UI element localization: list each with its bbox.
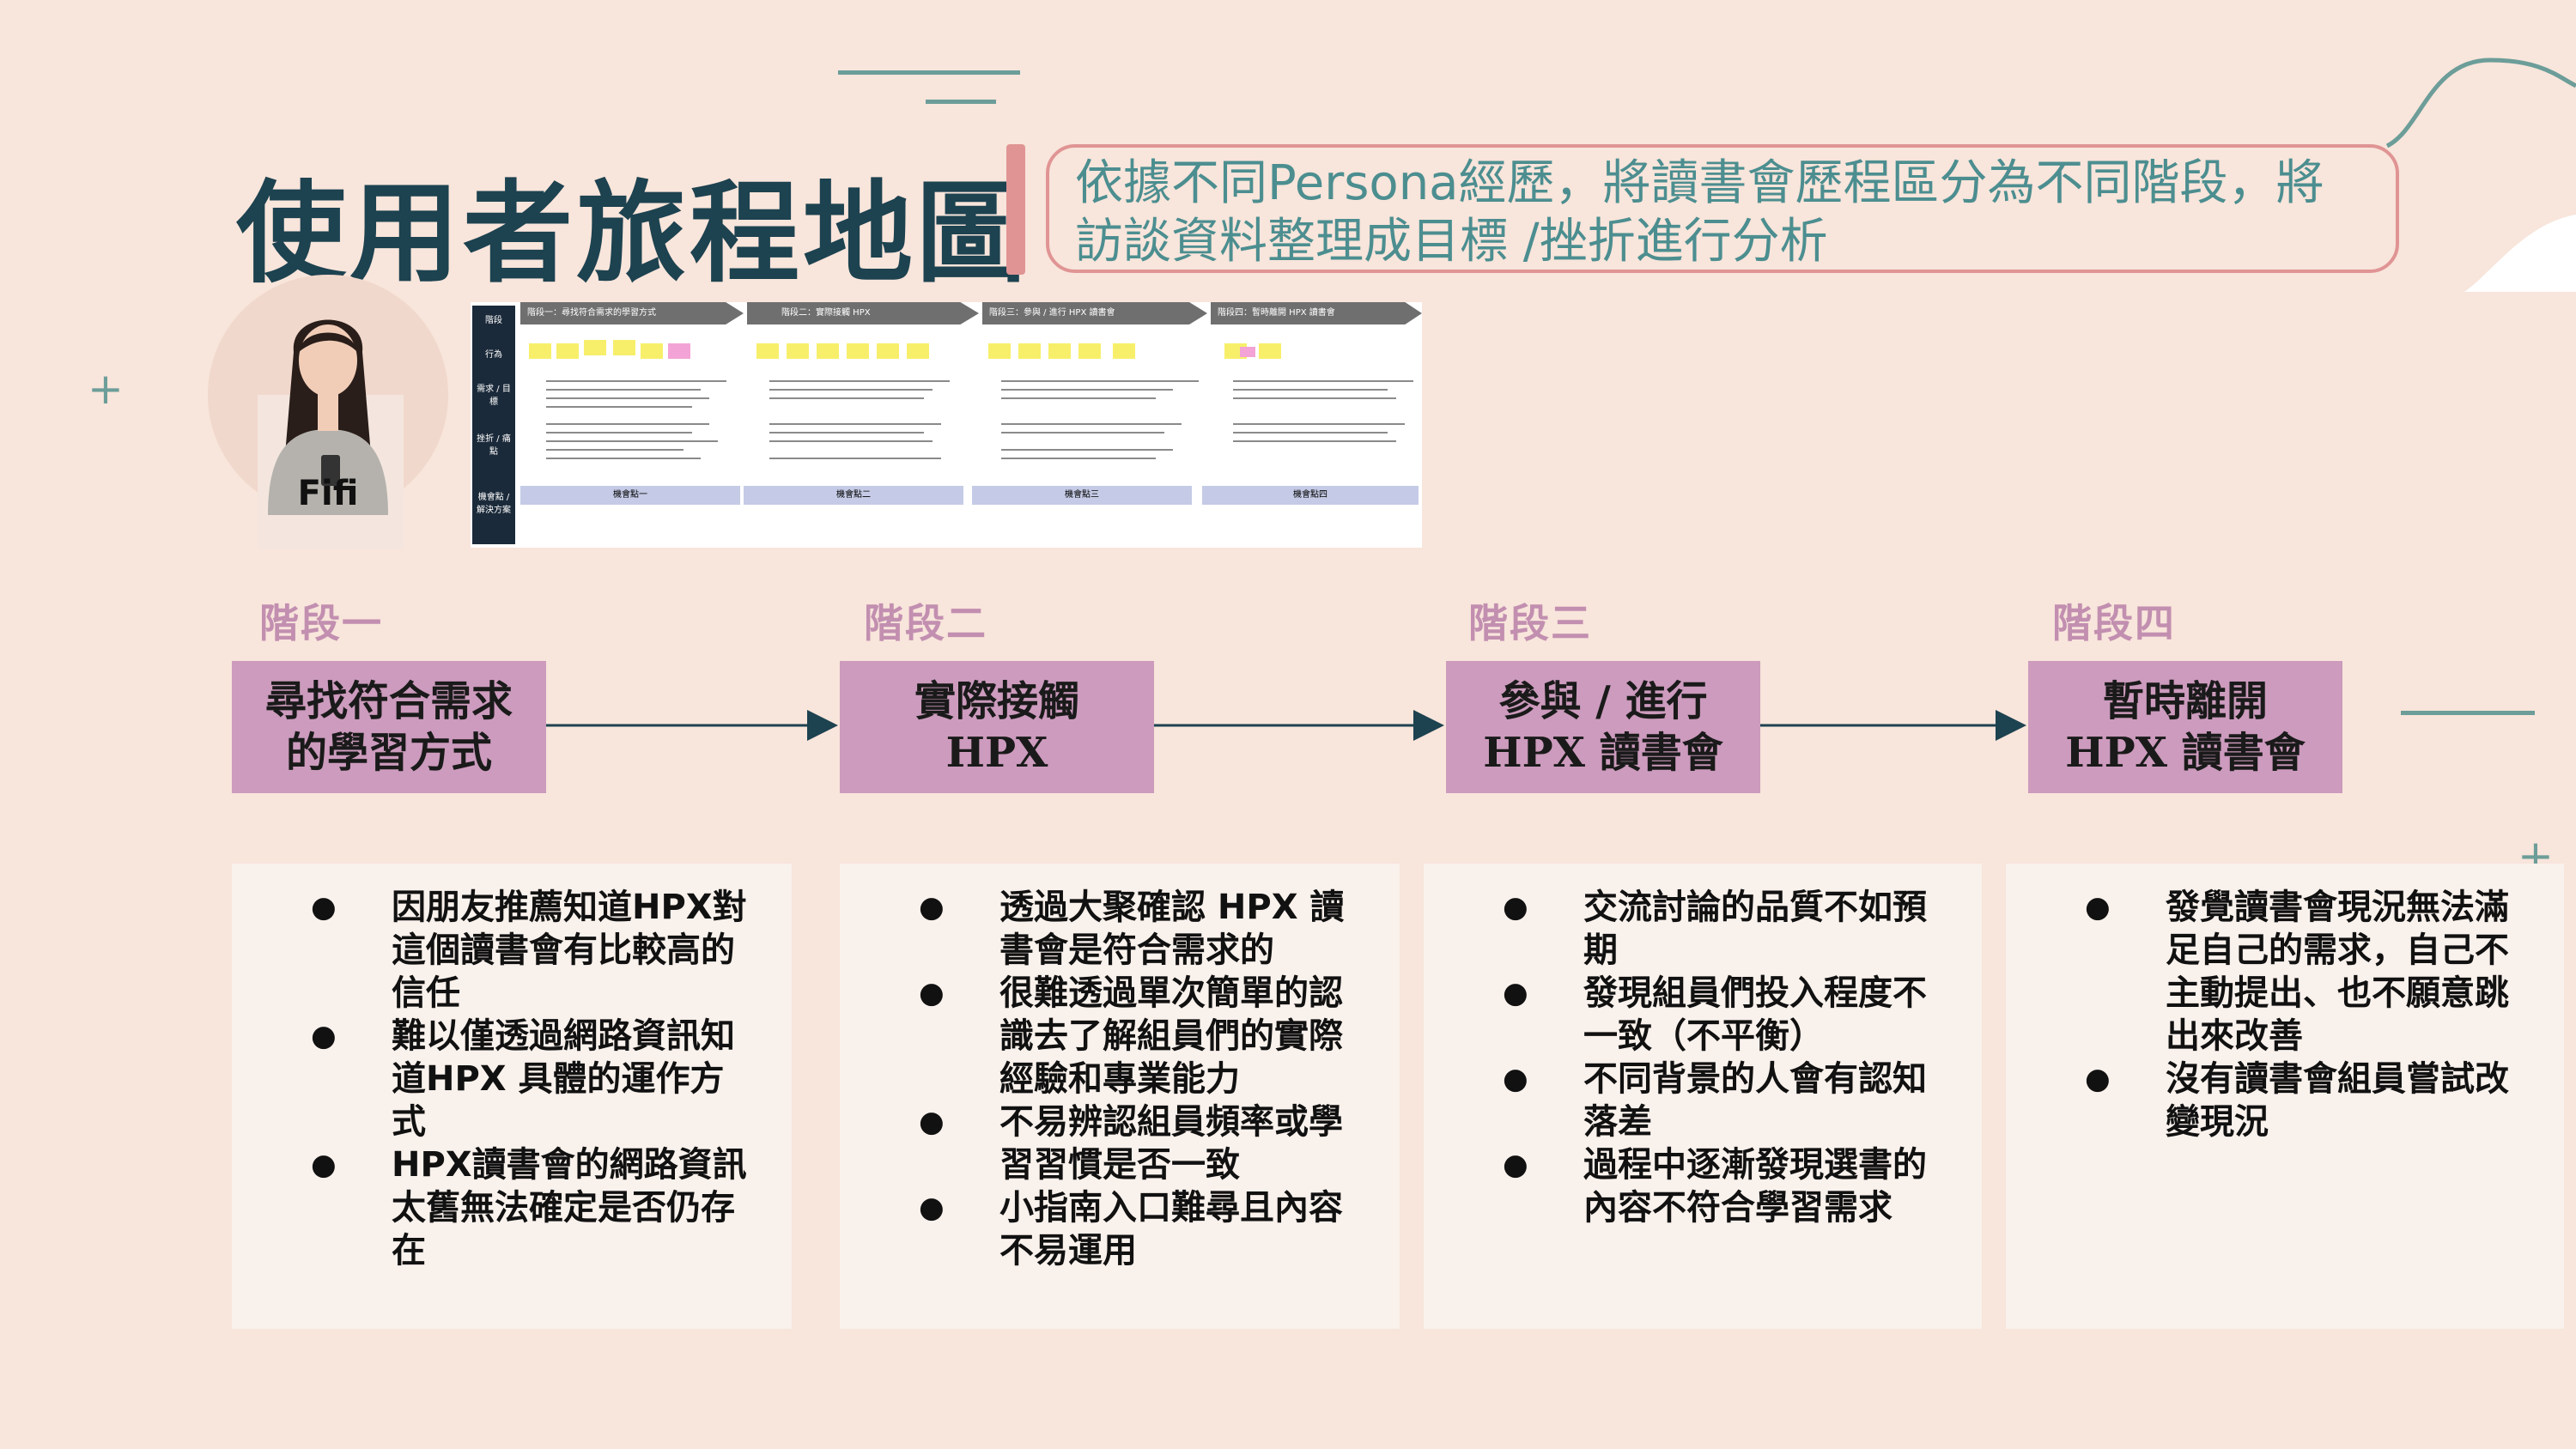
bullet-icon: ●	[1503, 890, 1528, 925]
stage-title: 暫時離開HPX 讀書會	[2065, 677, 2306, 777]
bullet-icon: ●	[1503, 976, 1528, 1010]
stage-label: 階段二	[864, 600, 987, 646]
bullet-icon: ●	[311, 1148, 337, 1182]
decorative-line	[838, 70, 1020, 75]
row-label-column	[472, 306, 515, 544]
bullet-icon: ●	[1503, 1148, 1528, 1182]
journey-map-thumbnail: 階段 行為 需求 / 目標 挫折 / 痛點 機會點 / 解決方案 階段一：尋找符…	[471, 302, 1422, 548]
stage-title: 參與 / 進行HPX 讀書會	[1483, 677, 1723, 777]
opportunity-bar: 機會點三	[972, 486, 1192, 505]
phase-header: 階段二：實際接觸 HPX	[747, 302, 979, 324]
phase-header: 階段三：參與 / 進行 HPX 讀書會	[982, 302, 1207, 324]
page-title: 使用者旅程地圖	[236, 170, 1030, 298]
stage-box: 實際接觸HPX	[840, 661, 1154, 793]
stage-card: ●交流討論的品質不如預期 ●發現組員們投入程度不一致（不平衡） ●不同背景的人會…	[1424, 864, 1982, 1329]
phase-header: 階段一：尋找符合需求的學習方式	[520, 302, 744, 324]
stage-card: ●因朋友推薦知道HPX對這個讀書會有比較高的信任 ●難以僅透過網路資訊知道HPX…	[232, 864, 792, 1329]
mountain-decoration	[2385, 58, 2576, 292]
persona-avatar: Fifi	[208, 275, 448, 549]
persona-name: Fifi	[297, 474, 359, 513]
list-item: ●發覺讀書會現況無法滿足自己的需求，自己不主動提出、也不願意跳出來改善	[2085, 888, 2509, 1056]
list-item: ●小指南入口難尋且內容不易運用	[919, 1188, 1343, 1270]
decorative-line	[926, 100, 996, 104]
list-item: ●不易辨認組員頻率或學習習慣是否一致	[919, 1102, 1343, 1185]
stage-box: 暫時離開HPX 讀書會	[2028, 661, 2342, 793]
row-label: 需求 / 目標	[477, 385, 511, 407]
list-item: ●交流討論的品質不如預期	[1503, 888, 1927, 970]
stage-arrows	[546, 710, 2026, 741]
stage-box: 尋找符合需求的學習方式	[232, 661, 546, 793]
list-item: ●透過大聚確認 HPX 讀書會是符合需求的	[919, 888, 1345, 970]
person-illustration	[268, 319, 388, 515]
bullet-icon: ●	[919, 976, 945, 1010]
stage-label: 階段三	[1468, 600, 1592, 646]
list-item: ●HPX讀書會的網路資訊太舊無法確定是否仍存在	[311, 1145, 747, 1270]
bullet-icon: ●	[919, 890, 945, 925]
subtitle-box: 依據不同Persona經歷，將讀書會歷程區分為不同階段，將訪談資料整理成目標 /…	[1046, 144, 2399, 273]
accent-bar	[1006, 144, 1025, 275]
decorative-line	[2401, 711, 2535, 715]
opportunity-bar: 機會點二	[744, 486, 963, 505]
bullet-icon: ●	[311, 1019, 337, 1053]
bullet-icon: ●	[1503, 1062, 1528, 1096]
row-label: 挫折 / 痛點	[477, 434, 511, 457]
list-item: ●因朋友推薦知道HPX對這個讀書會有比較高的信任	[311, 888, 747, 1013]
opportunity-bar: 機會點四	[1202, 486, 1419, 505]
bullet-icon: ●	[311, 890, 337, 925]
phase-header: 階段四：暫時離開 HPX 讀書會	[1211, 302, 1422, 324]
bullet-icon: ●	[919, 1191, 945, 1225]
row-label: 行為	[485, 350, 502, 360]
stage-label: 階段四	[2052, 600, 2176, 646]
plus-icon: +	[88, 364, 124, 414]
stage-card: ●發覺讀書會現況無法滿足自己的需求，自己不主動提出、也不願意跳出來改善 ●沒有讀…	[2006, 864, 2564, 1329]
list-item: ●難以僅透過網路資訊知道HPX 具體的運作方式	[311, 1016, 735, 1142]
row-label: 機會點 / 解決方案	[477, 493, 511, 515]
list-item: ●發現組員們投入程度不一致（不平衡）	[1503, 973, 1927, 1056]
journey-map-details	[529, 340, 1413, 459]
stage-label: 階段一	[259, 600, 383, 646]
opportunity-bar: 機會點一	[520, 486, 740, 505]
stage-card: ●透過大聚確認 HPX 讀書會是符合需求的 ●很難透過單次簡單的認識去了解組員們…	[840, 864, 1400, 1329]
row-label: 階段	[485, 316, 502, 325]
stage-title: 實際接觸HPX	[914, 677, 1079, 777]
list-item: ●過程中逐漸發現選書的內容不符合學習需求	[1503, 1145, 1927, 1228]
stage-box: 參與 / 進行HPX 讀書會	[1446, 661, 1760, 793]
bullet-icon: ●	[919, 1105, 945, 1139]
list-item: ●沒有讀書會組員嘗試改變現況	[2085, 1059, 2509, 1142]
bullet-icon: ●	[2085, 1062, 2111, 1096]
stage-title: 尋找符合需求的學習方式	[264, 677, 513, 777]
list-item: ●不同背景的人會有認知落差	[1503, 1059, 1927, 1142]
list-item: ●很難透過單次簡單的認識去了解組員們的實際經驗和專業能力	[919, 973, 1343, 1099]
subtitle-text: 依據不同Persona經歷，將讀書會歷程區分為不同階段，將訪談資料整理成目標 /…	[1075, 155, 2324, 270]
bullet-icon: ●	[2085, 890, 2111, 925]
